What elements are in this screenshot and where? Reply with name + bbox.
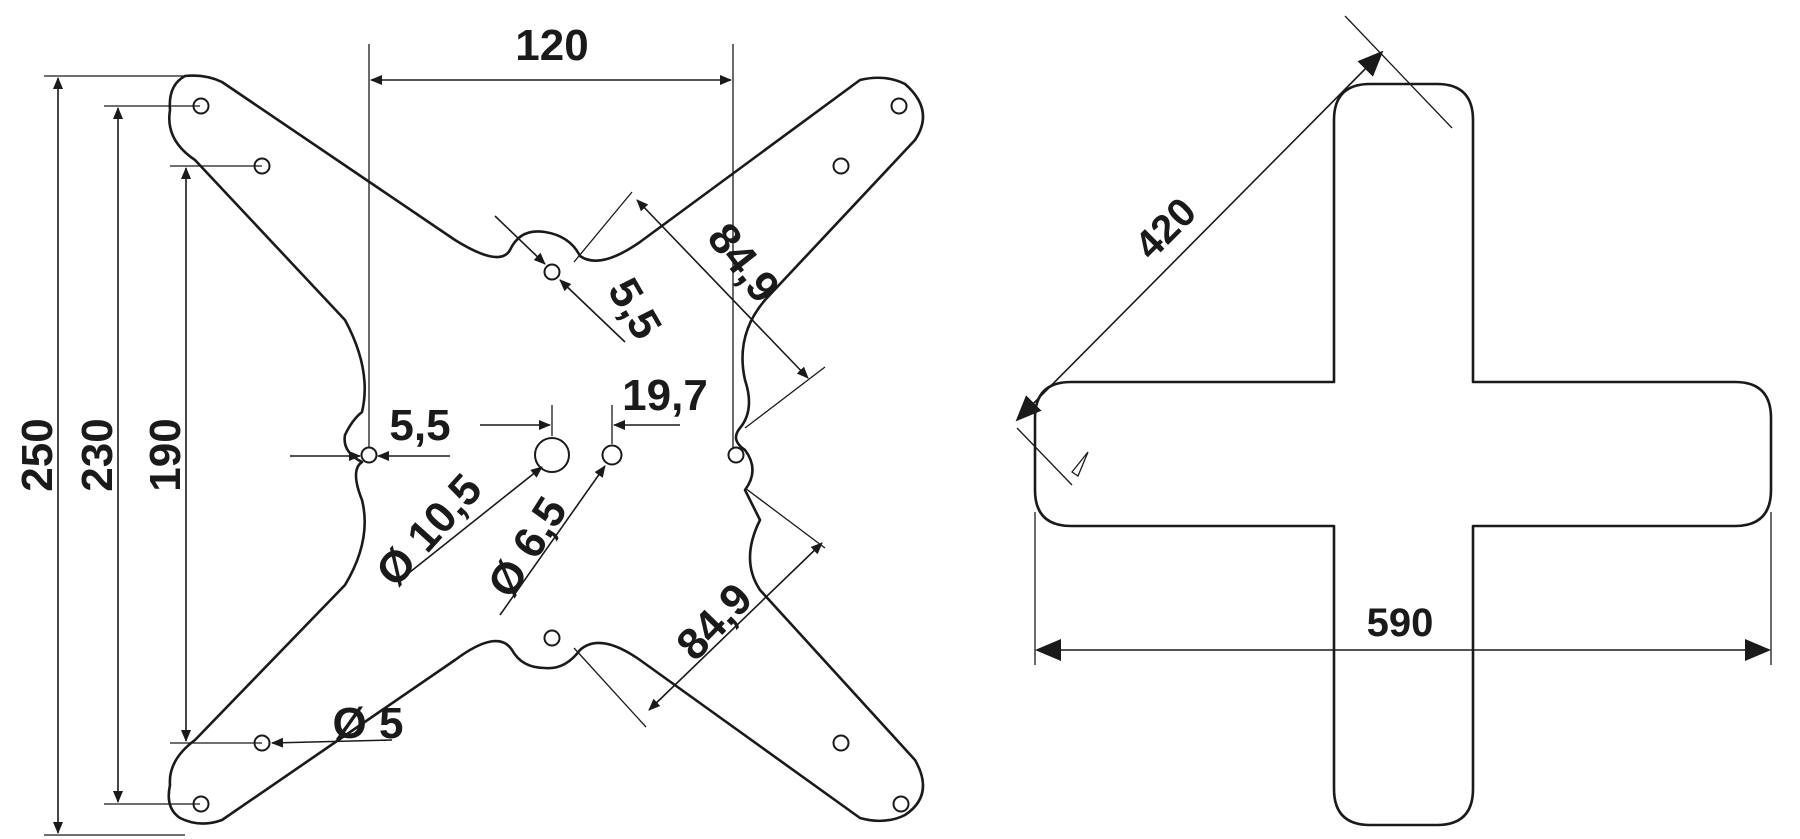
hole-br-outer [892,795,910,813]
hole-center-large [534,437,570,473]
dim-label-19-7: 19,7 [622,371,708,420]
dim-label-190: 190 [141,418,190,491]
dim-label-230: 230 [73,418,122,491]
weld-symbol [1071,451,1089,477]
hole-tr-inner [832,157,850,175]
hole-left-mid [360,446,378,464]
dim-label-hole-10-5: Ø 10,5 [367,465,492,596]
dim-label-120: 120 [515,21,588,70]
dim-label-420: 420 [1127,190,1205,268]
dim-label-5-5-top: 5,5 [598,270,671,347]
hole-top-center [543,263,561,281]
hole-br-inner [832,734,850,752]
hole-right-mid [727,446,745,464]
dim-label-5-5-left: 5,5 [389,401,450,450]
dim-label-590: 590 [1367,601,1434,645]
hole-tr-outer [890,97,908,115]
dim-label-84-9-upper: 84,9 [698,214,789,312]
vesa-adapter-plate [44,44,925,836]
dim-label-250: 250 [13,418,62,491]
hole-bottom-center [543,629,561,647]
hole-center-small [601,444,623,466]
cross-outline [1033,82,1773,827]
dim-label-84-9-lower: 84,9 [667,574,762,670]
dim-label-hole-5: Ø 5 [333,699,404,748]
cross-plate [1015,15,1773,827]
